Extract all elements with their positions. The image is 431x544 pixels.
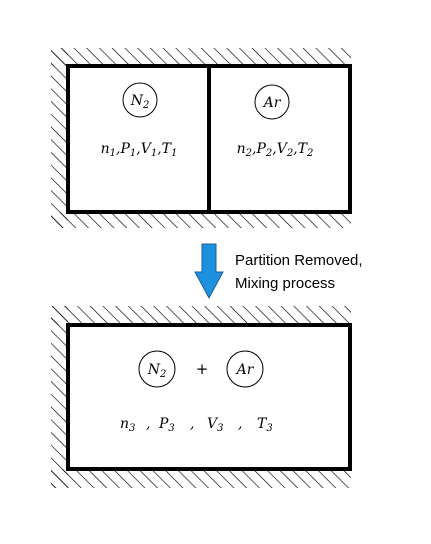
top-wall-hatching-2: [51, 306, 351, 325]
left-wall-hatching-2: [51, 306, 68, 488]
separator-3: ,: [238, 416, 242, 432]
left-state-variables: n1,P1,V1,T1: [101, 141, 178, 159]
gas-b-circle: [226, 350, 264, 388]
left-wall-hatching: [51, 48, 68, 228]
plus-sign: +: [196, 360, 209, 378]
separator-2: ,: [190, 416, 194, 432]
gas-a-symbol: N2: [147, 362, 167, 380]
state-p3: P3: [158, 416, 175, 434]
state-t3: T3: [257, 416, 273, 434]
gas-b-symbol: Ar: [235, 362, 255, 378]
left-gas-circle: [122, 82, 158, 118]
down-arrow-icon: [194, 243, 224, 300]
final-box: [66, 323, 352, 471]
process-indicator: Partition Removed, Mixing process: [194, 243, 363, 300]
state-n3: n3: [120, 416, 135, 434]
process-label-line1: Partition Removed,: [235, 252, 363, 269]
right-gas-symbol: Ar: [262, 95, 282, 111]
left-gas-symbol: N2: [130, 93, 150, 111]
process-label-line2: Mixing process: [235, 275, 335, 292]
initial-state-container: N2 Ar n1,P1,V1,T1 n2,P2,V2,T2: [51, 48, 352, 228]
state-v3: V3: [207, 416, 224, 434]
right-gas-circle: [254, 84, 290, 120]
gas-a-circle: [138, 350, 176, 388]
final-state-container: N2 + Ar n3 , P3 , V3 , T3: [51, 306, 352, 488]
bottom-wall-hatching: [51, 212, 351, 228]
bottom-wall-hatching-2: [51, 469, 351, 488]
final-state-variables: n3 , P3 , V3 , T3: [120, 416, 273, 434]
top-wall-hatching: [51, 48, 351, 66]
right-state-variables: n2,P2,V2,T2: [237, 141, 314, 159]
separator-1: ,: [146, 416, 150, 432]
